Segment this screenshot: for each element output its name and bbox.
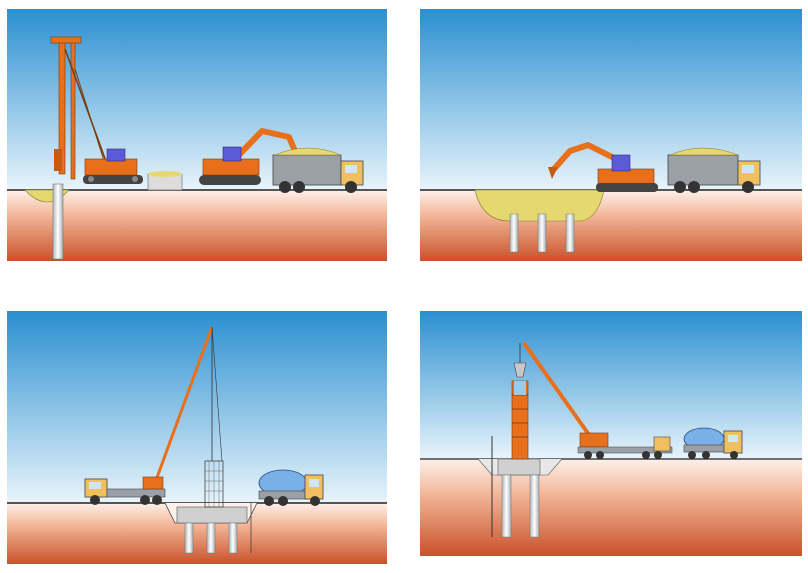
ground — [420, 190, 802, 261]
pile-driver-rig — [50, 36, 143, 184]
dump-truck — [272, 147, 364, 193]
panel-rebar-cage — [7, 311, 387, 564]
ground — [7, 190, 387, 261]
crane-boom — [153, 326, 214, 484]
excavator — [548, 142, 658, 192]
piles — [184, 522, 238, 554]
base-slab — [176, 506, 248, 524]
panel-pile-driving — [7, 9, 387, 261]
base-slab — [497, 458, 541, 476]
panel-pier-pouring — [420, 311, 802, 556]
crane-truck — [84, 476, 166, 505]
sky — [7, 311, 387, 503]
rebar-cage — [204, 460, 224, 508]
concrete-bucket — [513, 343, 527, 378]
excavator — [199, 128, 298, 185]
pile — [52, 183, 64, 260]
concrete-mixer-truck — [683, 427, 743, 459]
ground — [420, 459, 802, 556]
crane-boom — [522, 341, 594, 441]
panel-pit-excavation — [420, 9, 802, 261]
excavated-pit — [474, 189, 605, 222]
crawler-crane — [577, 432, 673, 459]
sky — [420, 311, 802, 459]
piles — [501, 474, 540, 538]
dump-truck — [667, 147, 761, 193]
piles — [509, 213, 575, 253]
pier-formwork — [511, 380, 529, 460]
concrete-mixer-truck — [258, 469, 324, 506]
